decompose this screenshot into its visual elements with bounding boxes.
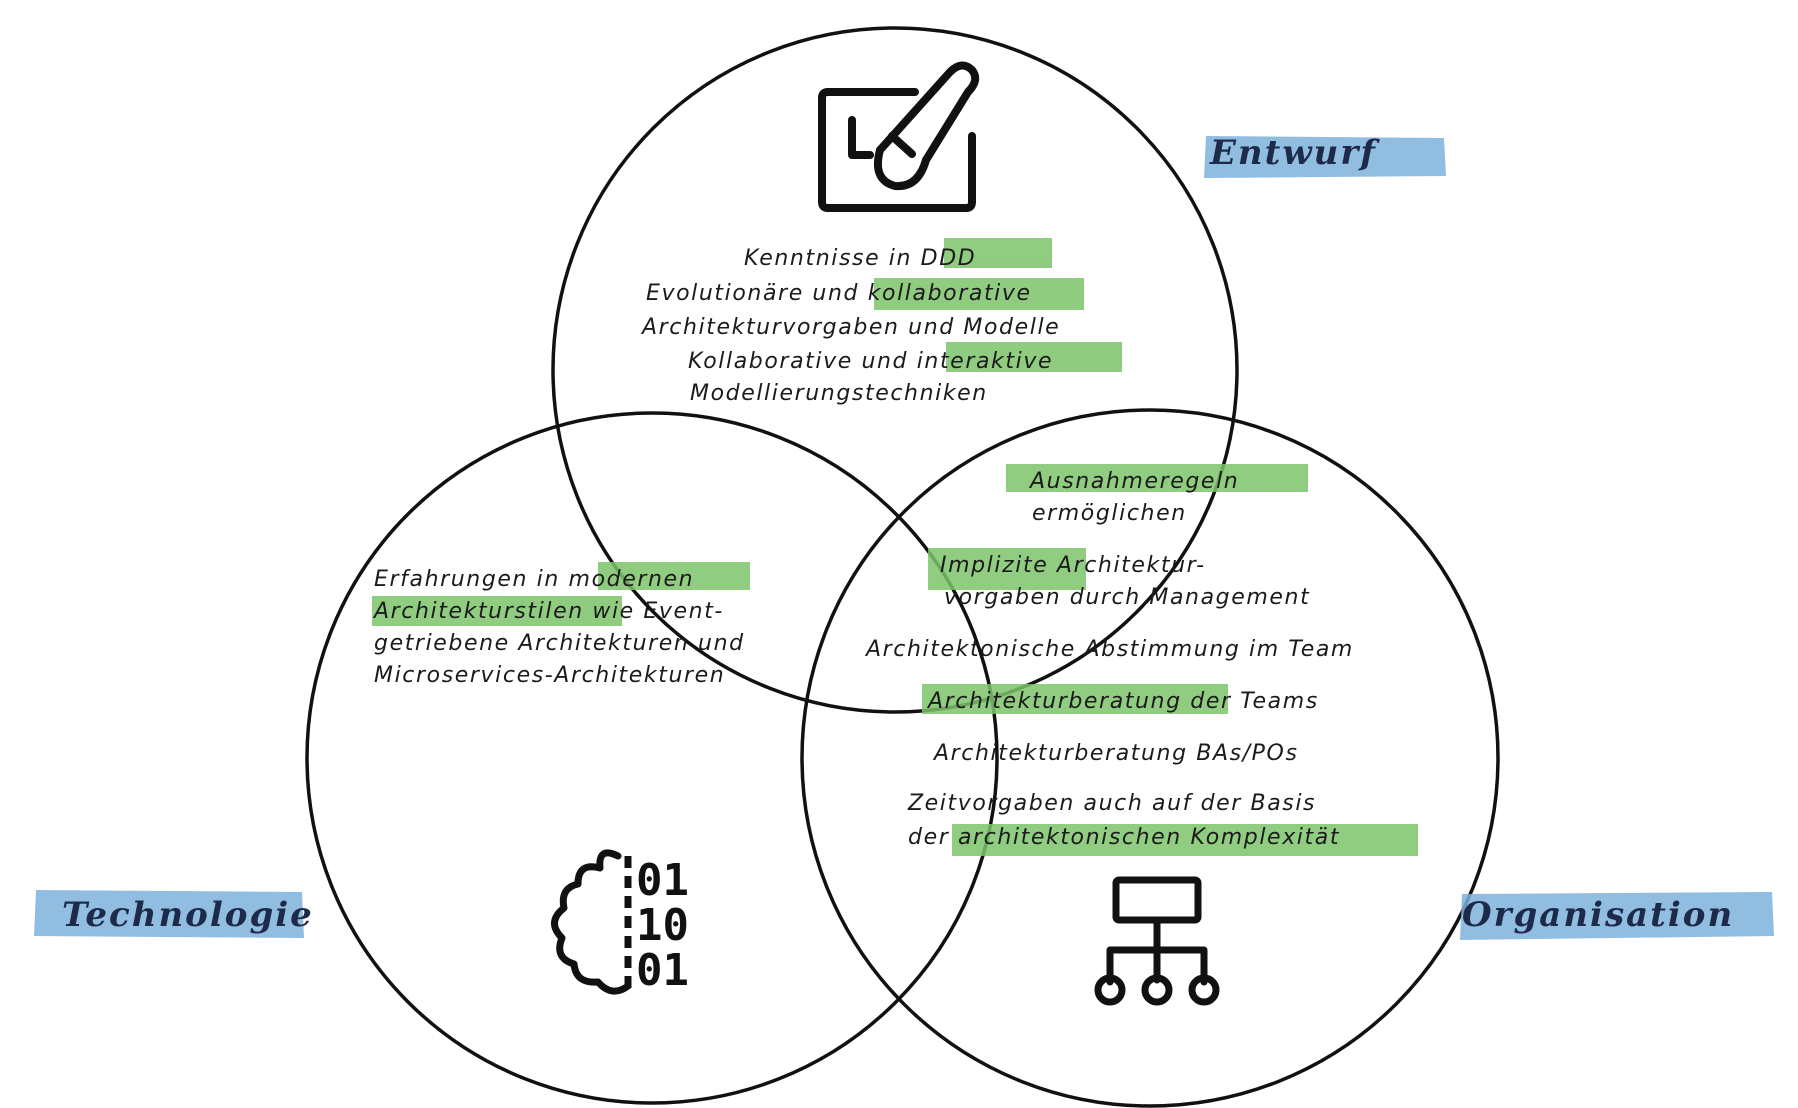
technologie-line-1: Erfahrungen in modernen: [374, 567, 694, 592]
binary-brain-icon: 01 10 01: [551, 849, 689, 996]
binary-line-1: 01: [636, 855, 689, 906]
entwurf-line-4: Kollaborative und interaktive: [688, 349, 1053, 374]
entwurf-line-3: Architekturvorgaben und Modelle: [640, 315, 1060, 340]
edit-pen-icon: [818, 61, 980, 212]
organisation-text: Ausnahmeregeln ermöglichen Implizite Arc…: [864, 469, 1354, 850]
entwurf-line-5: Modellierungstechniken: [690, 381, 988, 406]
hl-ausnahmeregeln: [1006, 464, 1308, 492]
organisation-line-2: ermöglichen: [1032, 501, 1187, 526]
organisation-line-5: Architektonische Abstimmung im Team: [864, 637, 1354, 662]
hl-architekturstilen: [372, 596, 622, 626]
technologie-line-2: Architekturstilen wie Event-: [372, 599, 724, 624]
hl-architekturberatung: [922, 684, 1228, 714]
hl-modernen: [598, 562, 750, 590]
circle-technologie: [305, 411, 999, 1105]
entwurf-line-2: Evolutionäre und kollaborative: [646, 281, 1032, 306]
label-entwurf: Entwurf: [1209, 133, 1380, 173]
label-technologie: Technologie: [62, 895, 314, 935]
organisation-line-9: der architektonischen Komplexität: [908, 825, 1340, 850]
label-bg-entwurf: [1204, 136, 1446, 178]
hl-interaktive: [946, 342, 1122, 372]
technologie-line-4: Microservices-Architekturen: [374, 663, 725, 688]
entwurf-line-1: Kenntnisse in DDD: [744, 246, 976, 271]
hl-komplexitaet: [952, 824, 1418, 856]
circle-organisation: [800, 408, 1500, 1108]
hl-kollaborative: [874, 278, 1084, 310]
binary-line-2: 10: [636, 900, 689, 951]
circle-entwurf: [551, 26, 1239, 714]
organisation-line-8: Zeitvorgaben auch auf der Basis: [907, 791, 1316, 816]
organisation-line-3: Implizite Architektur-: [940, 553, 1206, 578]
technologie-text: Erfahrungen in modernen Architekturstile…: [372, 567, 745, 688]
organisation-line-4: vorgaben durch Management: [944, 585, 1310, 610]
technologie-line-3: getriebene Architekturen und: [374, 631, 745, 656]
hl-implizite: [928, 548, 1086, 590]
label-organisation: Organisation: [1462, 895, 1734, 935]
hierarchy-icon: [1094, 876, 1220, 1006]
organisation-line-1: Ausnahmeregeln: [1028, 469, 1239, 494]
entwurf-text: Kenntnisse in DDD Evolutionäre und kolla…: [640, 246, 1060, 406]
hl-ddd: [944, 238, 1052, 268]
organisation-line-6: Architekturberatung der Teams: [926, 689, 1319, 714]
label-bg-organisation: [1460, 892, 1774, 940]
binary-line-3: 01: [636, 945, 689, 996]
label-bg-technologie: [34, 890, 304, 938]
green-highlights: [372, 238, 1418, 856]
organisation-line-7: Architekturberatung BAs/POs: [932, 741, 1299, 766]
